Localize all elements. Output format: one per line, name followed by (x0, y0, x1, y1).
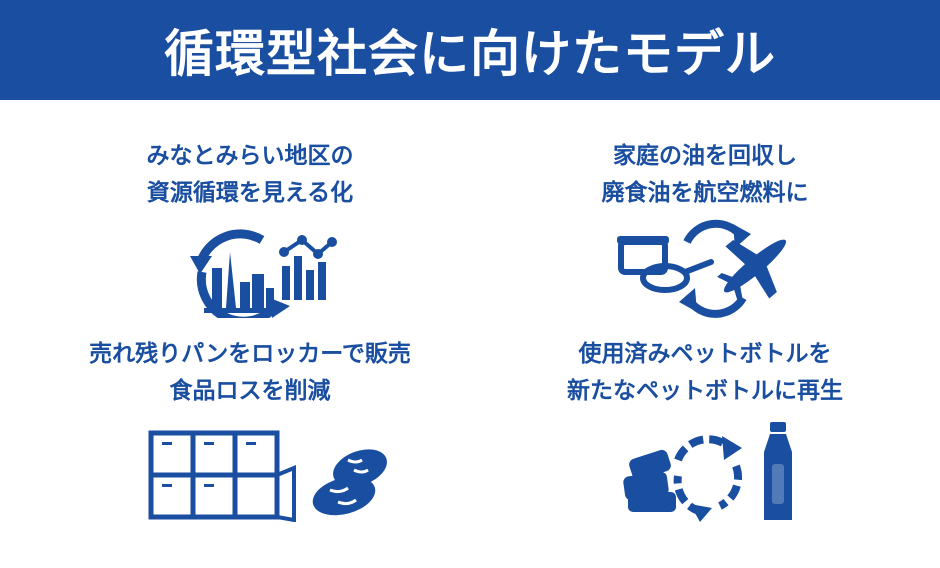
item-caption-line2: 食品ロスを削減 (169, 378, 331, 404)
item-caption-line2: 新たなペットボトルに再生 (567, 378, 843, 404)
bottle-recycle-icon (620, 420, 800, 524)
item-caption-line1: 売れ残りパンをロッカーで販売 (89, 341, 411, 367)
item-oil-to-jet-fuel: 家庭の油を回収し 廃食油を航空燃料に (470, 138, 940, 212)
item-caption-line1: 使用済みペットボトルを (578, 341, 832, 367)
item-caption-line1: みなとみらい地区の (146, 143, 354, 169)
item-caption-line2: 廃食油を航空燃料に (601, 180, 809, 206)
item-resource-visualization: みなとみらい地区の 資源循環を見える化 (15, 138, 485, 212)
item-caption-line1: 家庭の油を回収し (613, 143, 797, 169)
item-bread-locker: 売れ残りパンをロッカーで販売 食品ロスを削減 (15, 336, 485, 410)
title-banner: 循環型社会に向けたモデル (0, 0, 940, 100)
bread-locker-icon (148, 430, 394, 522)
city-recycle-chart-icon (186, 212, 338, 318)
item-caption-line2: 資源循環を見える化 (146, 180, 354, 206)
page-title: 循環型社会に向けたモデル (164, 25, 776, 83)
oil-to-airplane-icon (615, 218, 795, 318)
item-pet-bottle-recycle: 使用済みペットボトルを 新たなペットボトルに再生 (470, 336, 940, 410)
